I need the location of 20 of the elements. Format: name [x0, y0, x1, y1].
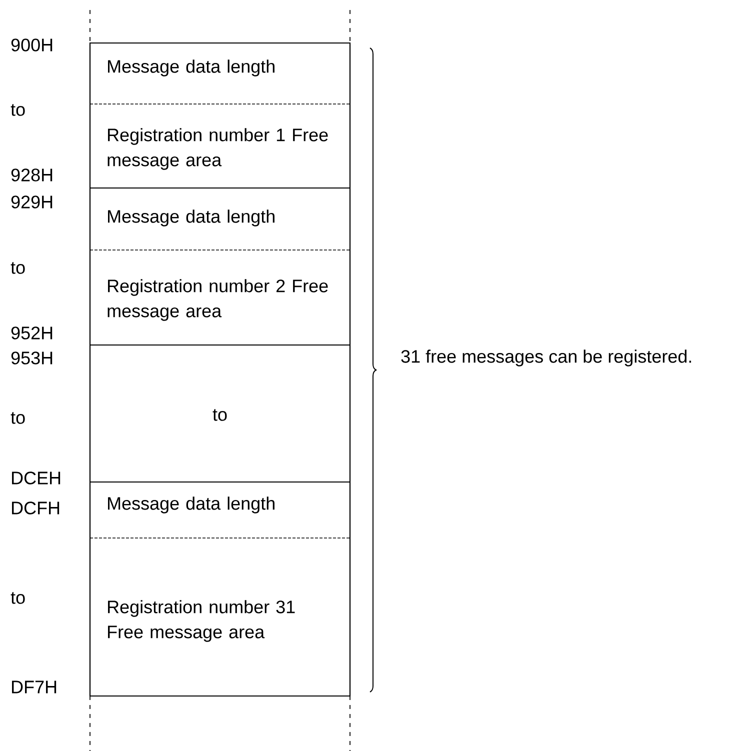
address-label: to — [10, 262, 25, 274]
address-label: to — [10, 412, 25, 424]
address-label: to — [10, 104, 25, 116]
address-label: 929H — [11, 196, 52, 208]
address-label: 900H — [11, 38, 52, 52]
address-label: DCFH — [12, 502, 60, 514]
memory-cell: Message data length — [108, 210, 274, 226]
note: 31 free messages can be registered. — [401, 350, 692, 366]
address-label: 928H — [11, 168, 52, 182]
address-label: 952H — [11, 326, 52, 340]
address-label: 953H — [11, 352, 52, 364]
address-label: DCEH — [12, 472, 60, 484]
memory-cell: Registration number 31 Free message area — [108, 600, 295, 642]
memory-cell: to — [212, 409, 227, 421]
address-label: DF7H — [12, 680, 56, 694]
memory-cell: Message data length — [108, 496, 274, 514]
memory-cell: Registration number 2 Free message area — [108, 279, 328, 321]
memory-cell: Registration number 1 Free message area — [108, 128, 328, 170]
memory-cell: Message data length — [108, 60, 274, 76]
address-label: to — [10, 592, 25, 604]
